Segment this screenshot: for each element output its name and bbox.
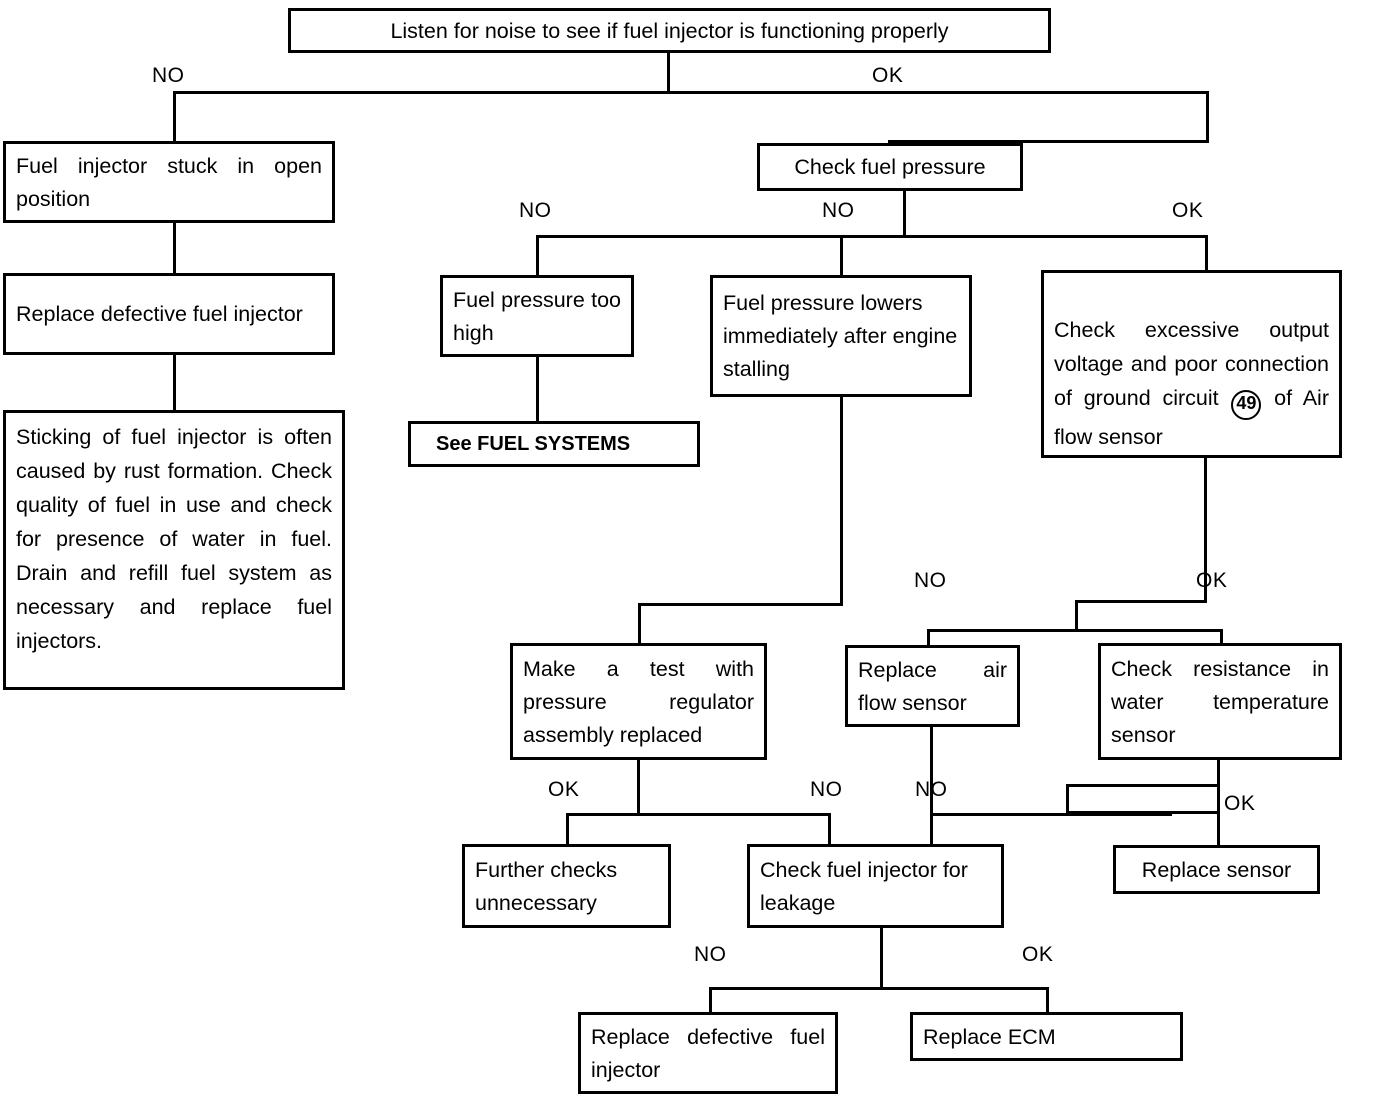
- edge-ground-no-drop: [927, 629, 930, 647]
- edge-cfp-no-mid-drop: [840, 235, 843, 275]
- edge-lowers-drop: [840, 397, 843, 606]
- edge-maketest-no-drop: [828, 813, 831, 844]
- node-replace-defective-injector-left[interactable]: Replace defective fuel injector: [3, 273, 335, 355]
- edge-lowers-run-left: [638, 603, 843, 606]
- edge-label-airflow-no: NO: [915, 778, 948, 801]
- edge-ground-split-bar: [927, 629, 1223, 632]
- edge-label-leak-ok: OK: [1022, 943, 1054, 966]
- node-fuel-pressure-too-high[interactable]: Fuel pressure too high: [440, 275, 634, 357]
- ground-text-pre: Check excessive output voltage and poor …: [1054, 318, 1329, 410]
- node-check-fuel-pressure[interactable]: Check fuel pressure: [757, 143, 1023, 191]
- node-see-fuel-systems[interactable]: See FUEL SYSTEMS: [408, 421, 700, 467]
- edge-ground-stem: [1204, 458, 1207, 603]
- edge-cfp-stem: [903, 191, 906, 237]
- node-fuel-pressure-lowers[interactable]: Fuel pressure lowers immediately after e…: [710, 275, 972, 397]
- edge-cfp-no-left-drop: [536, 235, 539, 275]
- edge-listen-ok-drop: [1206, 91, 1209, 143]
- node-check-injector-leakage[interactable]: Check fuel injector for leakage: [747, 844, 1004, 928]
- circuit-number-badge: 49: [1231, 390, 1262, 420]
- edge-replace-to-note: [173, 355, 176, 410]
- node-listen-for-noise[interactable]: Listen for noise to see if fuel injector…: [288, 8, 1051, 53]
- edge-water-stem: [1217, 760, 1220, 822]
- node-replace-ecm[interactable]: Replace ECM: [910, 1012, 1183, 1061]
- edge-water-ok-bar: [1066, 811, 1220, 814]
- node-check-resistance-water-temp[interactable]: Check resistance in water temperature se…: [1098, 643, 1342, 760]
- edge-label-water-ok: OK: [1224, 792, 1256, 815]
- edge-water-run-left: [1066, 784, 1220, 787]
- edge-airflow-run: [930, 813, 1172, 816]
- edge-leak-stem: [880, 928, 883, 990]
- edge-label-test-ok: OK: [548, 778, 580, 801]
- edge-lowers-to-maketest: [638, 603, 641, 643]
- edge-airflow-stem: [930, 727, 933, 815]
- edge-ground-ok-drop: [1220, 629, 1223, 647]
- edge-leak-split-bar: [709, 987, 1049, 990]
- edge-listen-split-bar: [173, 91, 1209, 94]
- edge-airflow-down: [930, 813, 933, 844]
- node-replace-air-flow-sensor[interactable]: Replace air flow sensor: [845, 645, 1020, 727]
- ground-text-post: of Air flow sensor: [1054, 386, 1329, 449]
- edge-listen-no-drop: [173, 91, 176, 143]
- edge-label-listen-no: NO: [152, 64, 185, 87]
- edge-ground-drop-to-split: [1075, 600, 1078, 632]
- node-make-a-test[interactable]: Make a test with pressure regulator asse…: [510, 643, 767, 760]
- edge-toohigh-to-fuelsystems: [536, 357, 539, 421]
- edge-label-leak-no: NO: [694, 943, 727, 966]
- edge-label-cfp-ok-right: OK: [1172, 199, 1204, 222]
- edge-label-listen-ok: OK: [872, 64, 904, 87]
- edge-label-test-no: NO: [810, 778, 843, 801]
- edge-listen-stem: [667, 53, 670, 91]
- edge-label-ground-ok: OK: [1196, 569, 1228, 592]
- edge-leak-ok-drop: [1046, 987, 1049, 1012]
- edge-maketest-split-bar: [566, 813, 831, 816]
- edge-stuck-to-replace: [173, 223, 176, 273]
- edge-listen-ok-run: [888, 140, 1209, 143]
- edge-maketest-ok-drop: [566, 813, 569, 844]
- node-replace-defective-injector-bottom[interactable]: Replace defective fuel injector: [578, 1012, 838, 1094]
- edge-label-cfp-no-mid: NO: [822, 199, 855, 222]
- edge-cfp-split-bar: [536, 235, 1208, 238]
- edge-label-cfp-no-left: NO: [519, 199, 552, 222]
- edge-ground-run-left: [1075, 600, 1207, 603]
- node-sticking-note[interactable]: Sticking of fuel injector is often cause…: [3, 410, 345, 690]
- node-check-excessive-output-voltage[interactable]: Check excessive output voltage and poor …: [1041, 270, 1342, 458]
- edge-label-ground-no: NO: [914, 569, 947, 592]
- edge-cfp-ok-right-drop: [1205, 235, 1208, 270]
- edge-leak-no-drop: [709, 987, 712, 1012]
- edge-water-no-drop: [1066, 784, 1069, 814]
- node-further-checks-unnecessary[interactable]: Further checks unnecessary: [462, 844, 671, 928]
- edge-maketest-stem: [637, 760, 640, 815]
- node-fuel-injector-stuck-open[interactable]: Fuel injector stuck in open position: [3, 141, 335, 223]
- node-replace-sensor[interactable]: Replace sensor: [1113, 845, 1320, 894]
- edge-water-ok-drop: [1217, 811, 1220, 845]
